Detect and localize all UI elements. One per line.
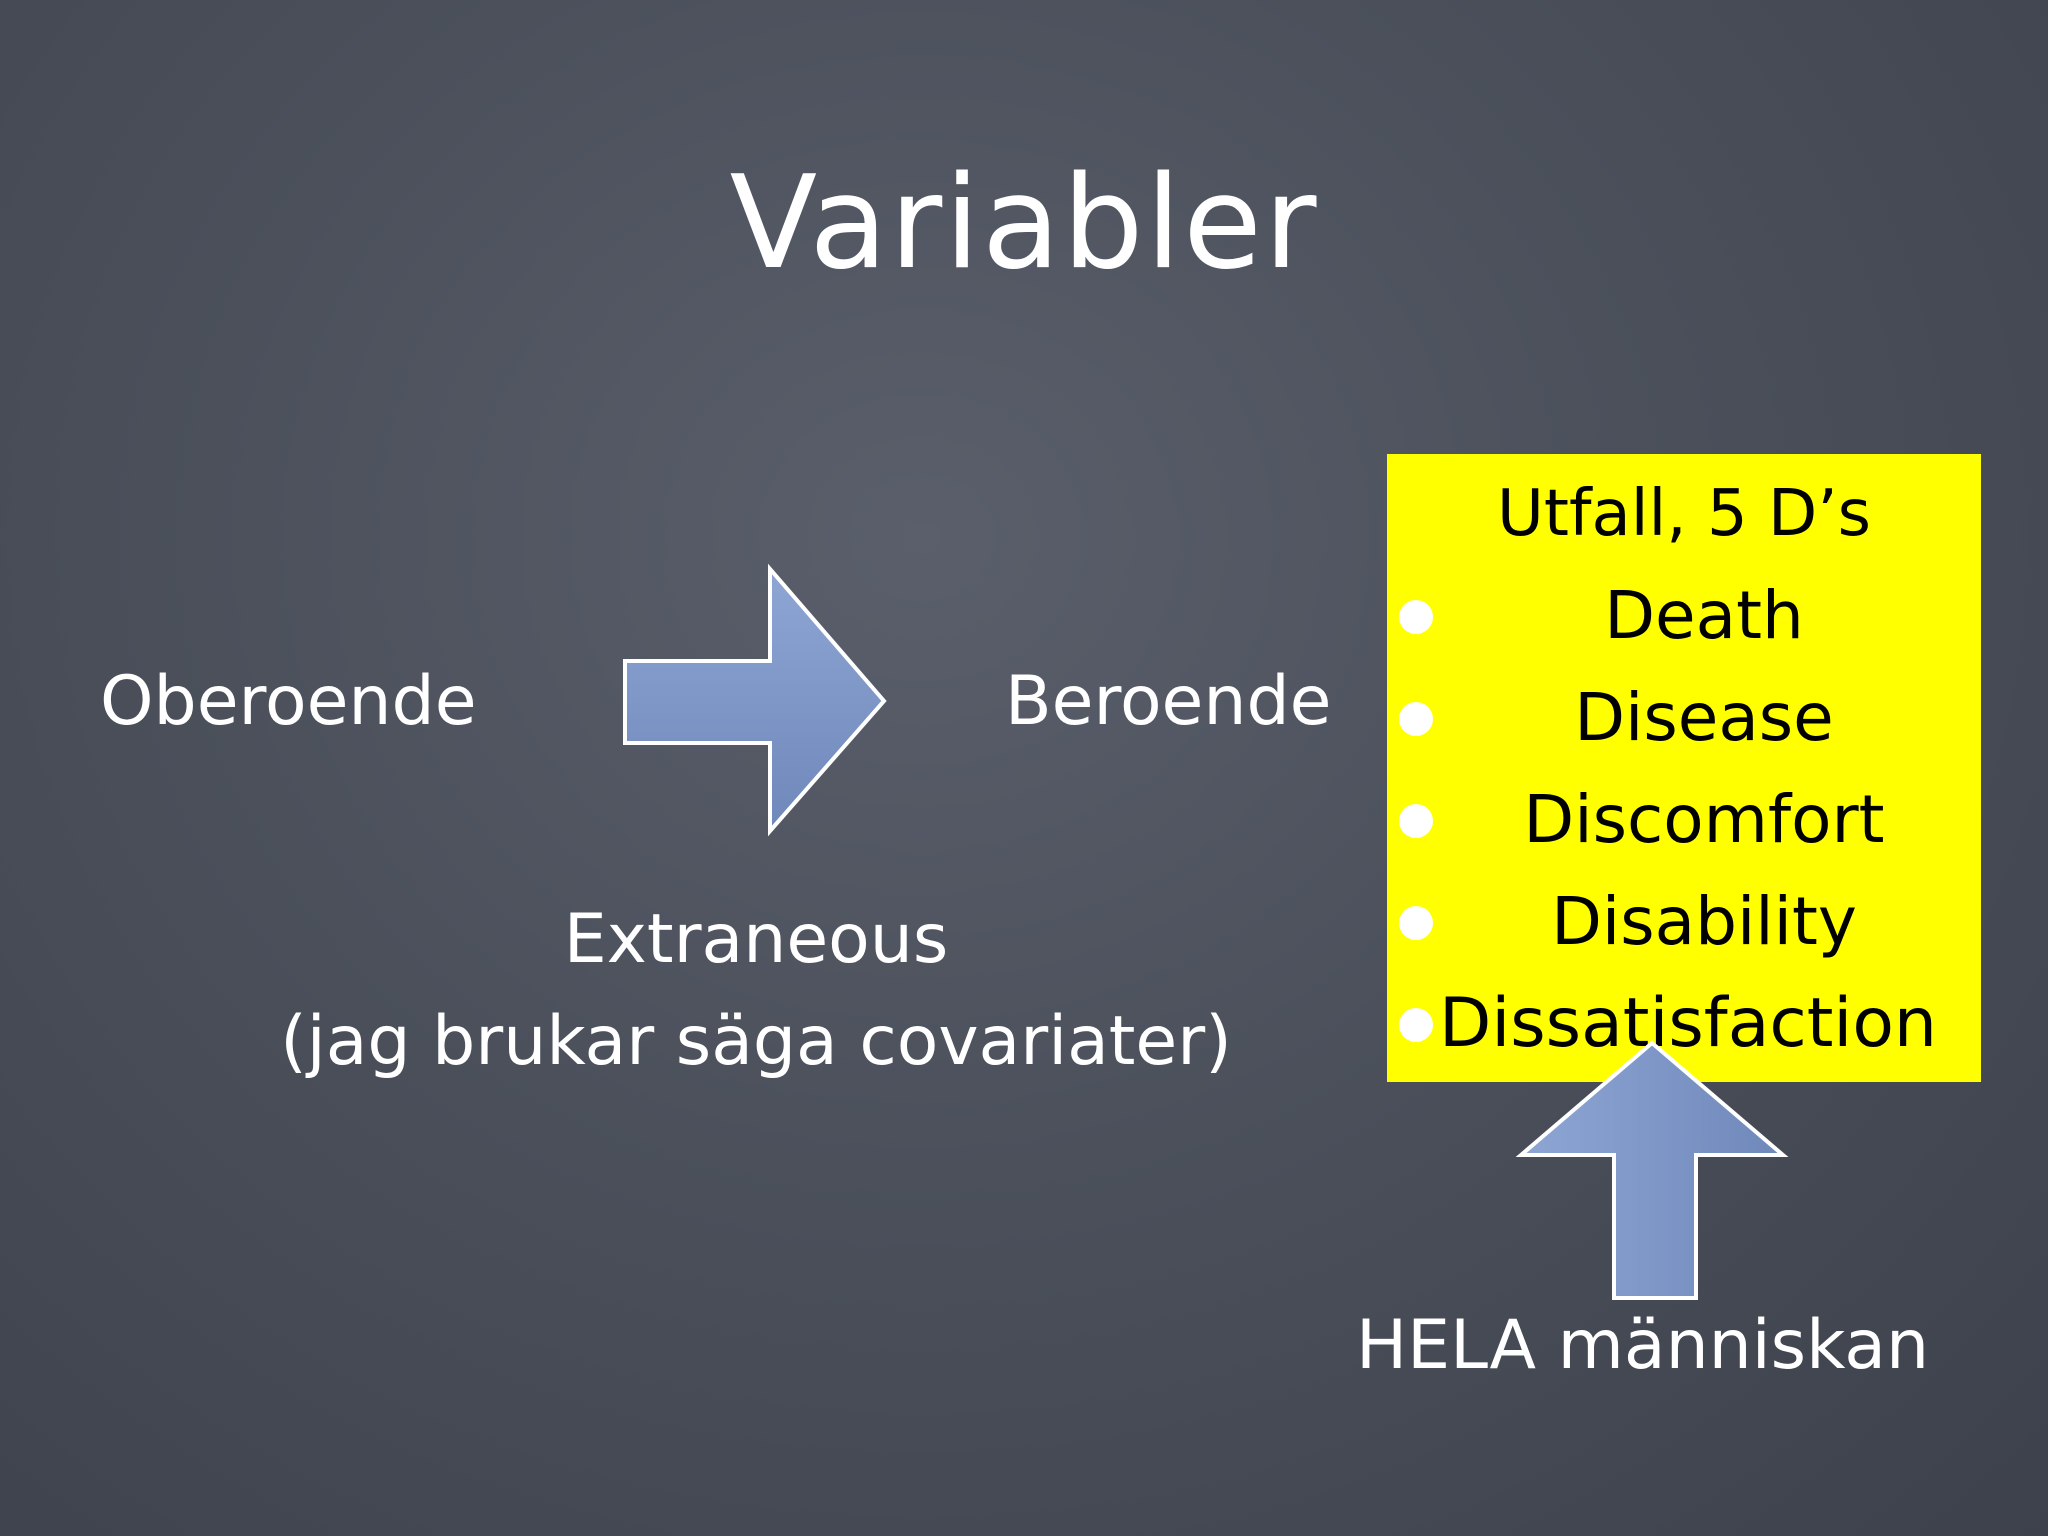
outcome-item-label: Death	[1604, 577, 1804, 654]
outcome-item: Disease	[1387, 678, 1981, 758]
bullet-icon	[1399, 906, 1433, 940]
bullet-icon	[1399, 600, 1433, 634]
extraneous-variable-label: Extraneous	[563, 900, 949, 979]
independent-variable-label: Oberoende	[100, 662, 477, 741]
outcome-box-heading: Utfall, 5 D’s	[1497, 477, 1871, 551]
up-arrow-icon	[1515, 1040, 1789, 1300]
right-arrow-icon	[623, 563, 887, 837]
dependent-variable-label: Beroende	[1005, 662, 1332, 741]
whole-person-label: HELA människan	[1356, 1306, 1930, 1385]
outcome-item-label: Disability	[1551, 883, 1857, 960]
outcome-item: Disability	[1387, 882, 1981, 962]
outcome-item-label: Disease	[1574, 679, 1834, 756]
outcome-item-label: Dissatisfaction	[1439, 984, 1938, 1063]
outcome-item: Death	[1387, 576, 1981, 656]
slide-title: Variabler	[729, 149, 1319, 298]
outcome-item: Dissatisfaction	[1387, 984, 1981, 1064]
outcome-item-label: Discomfort	[1523, 781, 1885, 858]
bullet-icon	[1399, 1008, 1433, 1042]
extraneous-variable-note: (jag brukar säga covariater)	[280, 1002, 1232, 1081]
bullet-icon	[1399, 702, 1433, 736]
bullet-icon	[1399, 804, 1433, 838]
outcome-item: Discomfort	[1387, 780, 1981, 860]
